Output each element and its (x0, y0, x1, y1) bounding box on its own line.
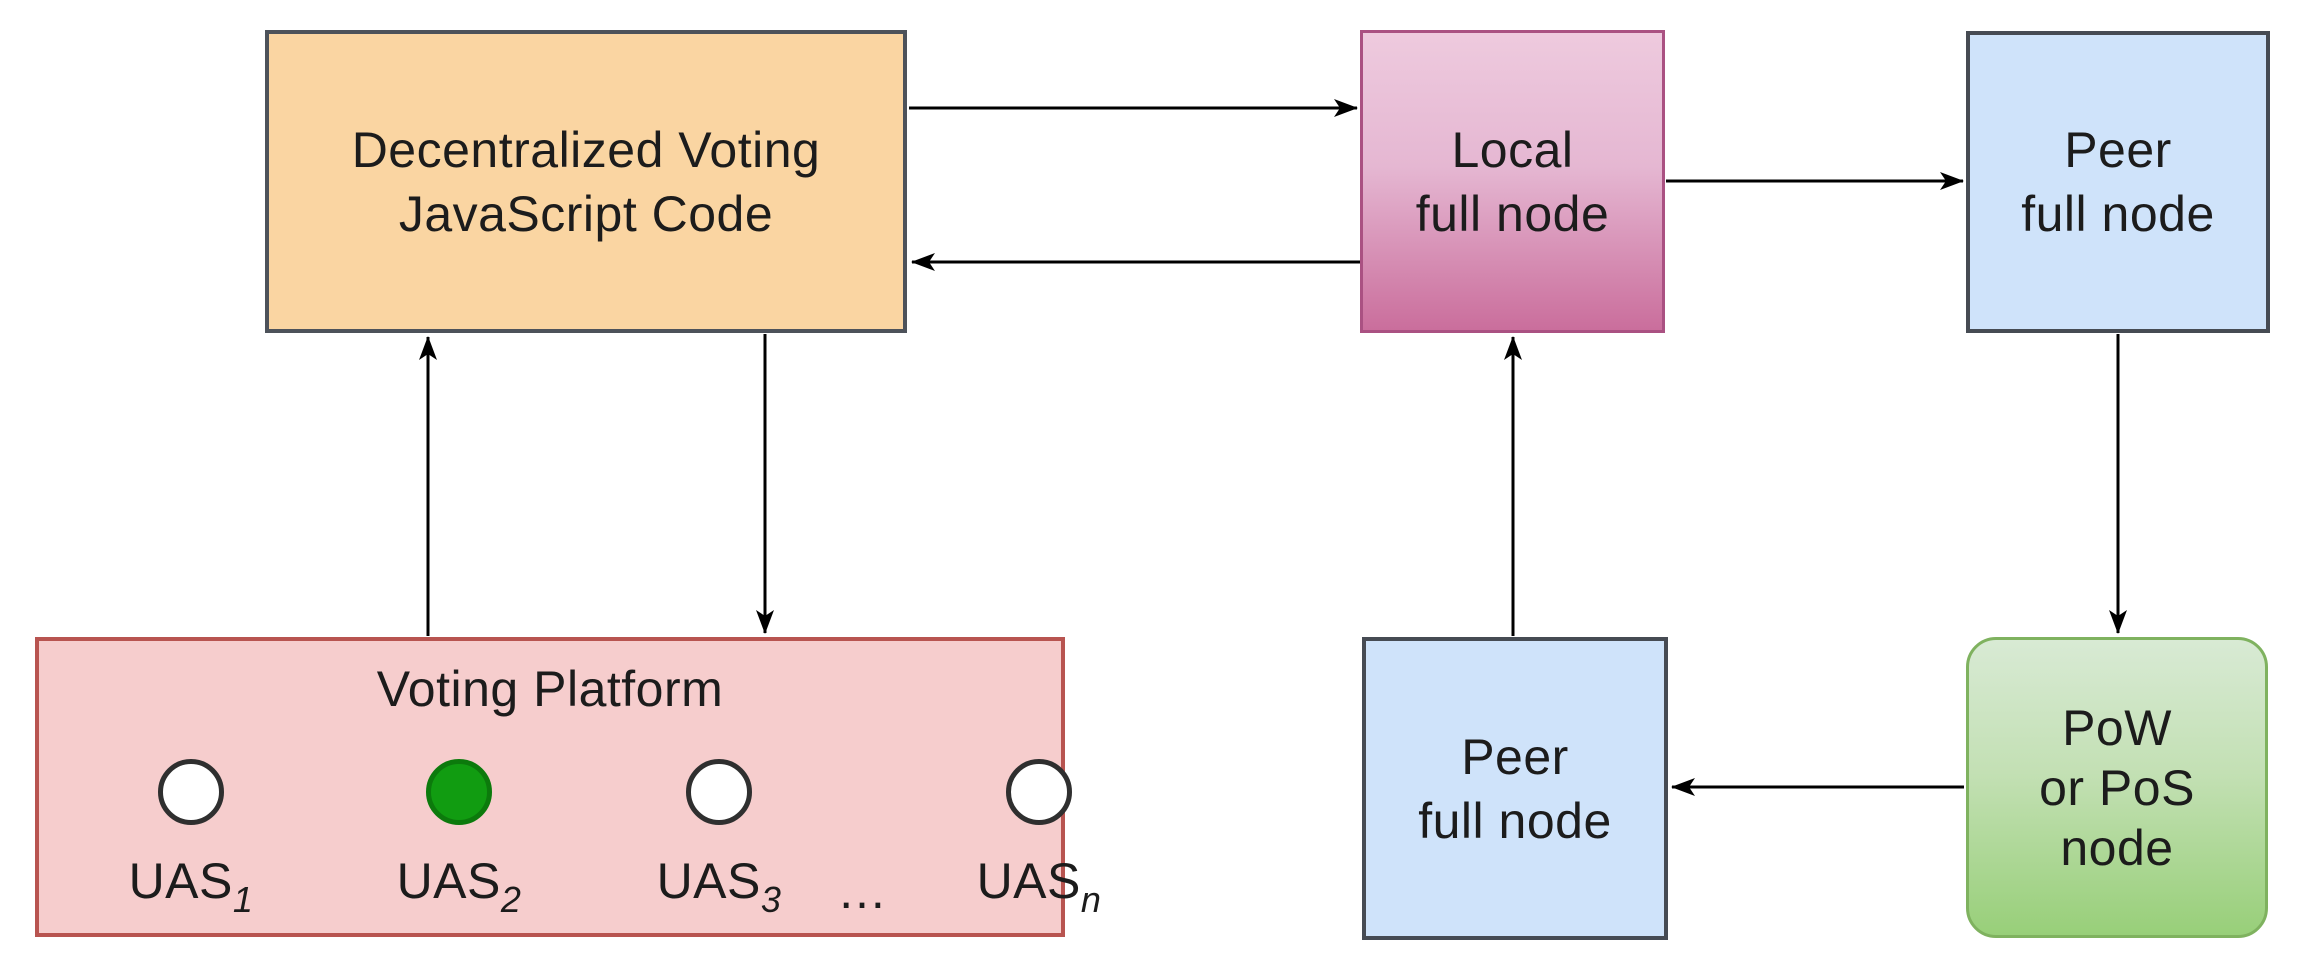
vote-dot-uas2-selected (426, 759, 492, 825)
node-peer-full-node-top: Peer full node (1966, 31, 2270, 333)
uas-subscript: 3 (760, 879, 782, 920)
uas-subscript: 1 (232, 879, 254, 920)
vote-dot-uasn (1006, 759, 1072, 825)
node-label-line: or PoS (2039, 759, 2195, 816)
node-label-line: Peer (2064, 122, 2172, 178)
vote-dot-uas1 (158, 759, 224, 825)
uas-label-1: UAS1 (128, 853, 254, 918)
node-label-line: full node (1415, 185, 1610, 242)
node-pow-or-pos: PoW or PoS node (1966, 637, 2268, 938)
voting-platform-title: Voting Platform (376, 661, 724, 717)
uas-base: UAS (656, 853, 761, 909)
vote-dot-uas3 (686, 759, 752, 825)
node-voting-platform: Voting Platform UAS1 UAS2 UAS3 … UASn (35, 637, 1101, 937)
node-label-line: Decentralized Voting (351, 121, 821, 178)
uas-base: UAS (976, 853, 1081, 909)
uas-label-n: UASn (976, 853, 1102, 918)
uas-label-3: UAS3 (656, 853, 782, 918)
node-label-line: Peer (1461, 728, 1569, 785)
uas-ellipsis: … (837, 863, 891, 919)
uas-base: UAS (128, 853, 233, 909)
node-label-line: full node (2021, 186, 2215, 242)
uas-subscript: n (1080, 879, 1102, 920)
node-label-line: Local (1451, 121, 1574, 178)
node-decentralized-voting-js-code: Decentralized Voting JavaScript Code (265, 30, 907, 333)
node-label-line: JavaScript Code (398, 185, 774, 242)
node-label-line: node (2060, 819, 2174, 876)
uas-base: UAS (396, 853, 501, 909)
node-label-line: PoW (2062, 699, 2172, 756)
node-peer-full-node-bottom: Peer full node (1362, 637, 1668, 940)
uas-label-2: UAS2 (396, 853, 522, 918)
uas-subscript: 2 (500, 879, 522, 920)
node-label-line: full node (1418, 792, 1612, 849)
node-local-full-node: Local full node (1360, 30, 1665, 333)
